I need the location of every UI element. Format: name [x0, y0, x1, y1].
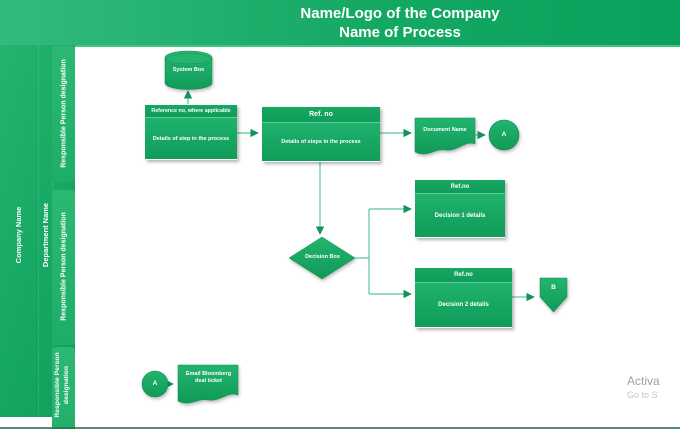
- step1-header: Reference no, where applicable: [145, 105, 237, 118]
- decision1-body: Decision 1 details: [415, 194, 505, 237]
- system-box-cylinder: [164, 50, 213, 90]
- offpage-connector-b-shape: [539, 277, 568, 313]
- decision2-box: Ref.no Decision 2 details: [415, 268, 512, 328]
- connector-a2-label: A: [152, 380, 158, 387]
- decision-branch-line: [355, 209, 370, 294]
- process-step1-box: Reference no, where applicable Details o…: [145, 105, 237, 160]
- lane-tab-1: [52, 46, 75, 182]
- decision2-body: Decision 2 details: [415, 283, 512, 327]
- lane-tab-2: [52, 190, 75, 345]
- activate-windows-watermark: Activa Go to S: [627, 374, 680, 400]
- document1-label: Document Name: [423, 127, 467, 133]
- window-bottom-edge: [0, 427, 680, 429]
- process-title: Name of Process: [339, 24, 461, 41]
- step1-body: Details of step in the process: [145, 118, 237, 159]
- lane-tab-3: [52, 347, 75, 429]
- system-box-label: System Box: [172, 67, 205, 73]
- connector-a2-circle: [141, 370, 169, 398]
- process-step2-box: Ref. no Details of steps in the process: [262, 107, 380, 162]
- swimlane-sidebar: Company Name Department Name Responsible…: [0, 45, 75, 429]
- step2-body: Details of steps in the process: [262, 123, 380, 161]
- connector-a1-label: A: [501, 131, 507, 138]
- column-divider: [38, 45, 39, 417]
- company-title: Name/Logo of the Company: [300, 5, 500, 22]
- watermark-line1: Activa: [627, 374, 660, 388]
- decision1-box: Ref.no Decision 1 details: [415, 180, 505, 238]
- connector-lines: [165, 90, 535, 389]
- header-divider: [75, 45, 680, 47]
- decision1-header: Ref.no: [415, 180, 505, 194]
- decision-box-label: Decision Box: [305, 254, 340, 260]
- connector-a1-circle: [488, 119, 520, 151]
- watermark-line2: Go to S: [627, 390, 658, 400]
- step2-header: Ref. no: [262, 107, 380, 123]
- document2-shape: [177, 364, 239, 404]
- page-header: Name/Logo of the Company Name of Process: [0, 0, 680, 45]
- document2-label: Email Bloomberg deal ticket: [185, 371, 232, 384]
- decision2-header: Ref.no: [415, 268, 512, 283]
- offpage-connector-b-label: B: [551, 284, 556, 291]
- decision-diamond: [288, 236, 356, 280]
- document1-shape: [414, 117, 476, 155]
